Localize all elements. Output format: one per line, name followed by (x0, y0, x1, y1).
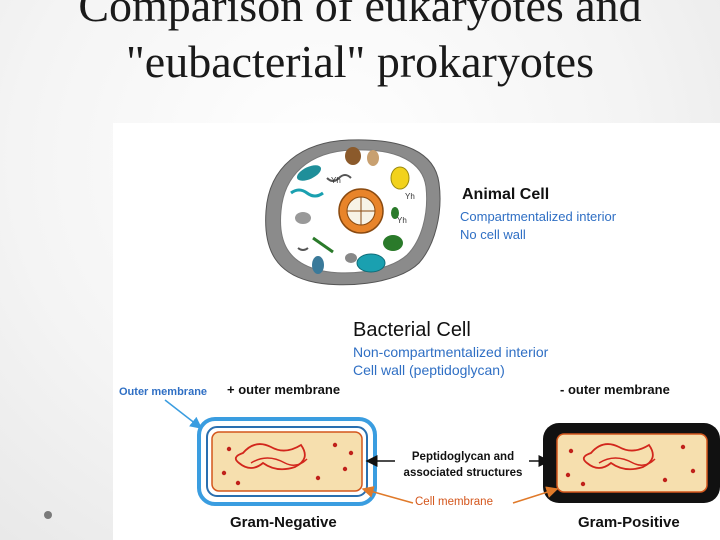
outer-membrane-arrow (164, 399, 203, 429)
svg-text:Yh: Yh (397, 216, 407, 225)
slide-title-line-2: "eubacterial" prokaryotes (126, 36, 594, 87)
gram-positive-cell-illustration (543, 423, 720, 503)
plus-outer-membrane-label: + outer membrane (227, 382, 341, 397)
gram-positive-label: Gram-Positive (578, 514, 680, 531)
animal-cell-line-1: Compartmentalized interior (460, 209, 617, 224)
animal-cell-line-2: No cell wall (460, 227, 526, 242)
svg-text:Yh: Yh (331, 176, 341, 185)
cell-membrane-arrow-right (512, 486, 559, 504)
peptidoglycan-label-line-1: Peptidoglycan and (411, 451, 515, 463)
peptidoglycan-label-line-2: associated structures (403, 467, 523, 479)
gram-negative-cell-illustration (197, 417, 377, 506)
slide-title: Comparison of eukaryotes and "eubacteria… (0, 0, 720, 90)
bacterial-cell-line-2: Cell wall (peptidoglycan) (353, 362, 505, 378)
bacterial-cell-line-1: Non-compartmentalized interior (353, 344, 549, 360)
peptidoglycan-label: Peptidoglycan and associated structures (395, 449, 531, 481)
gram-negative-label: Gram-Negative (230, 514, 337, 531)
cell-membrane-arrow-left (361, 486, 414, 504)
bacterial-cell-title: Bacterial Cell (353, 319, 471, 341)
figure-drawing: Yh Yh Yh (164, 139, 720, 506)
outer-membrane-label: Outer membrane (119, 386, 208, 398)
minus-outer-membrane-label: - outer membrane (560, 382, 670, 397)
cell-membrane-label: Cell membrane (415, 496, 493, 508)
bullet-point (44, 511, 52, 519)
animal-cell-illustration: Yh Yh Yh (265, 139, 441, 286)
svg-text:Yh: Yh (405, 192, 415, 201)
slide-title-line-1: Comparison of eukaryotes and (78, 0, 642, 31)
animal-cell-title: Animal Cell (462, 186, 550, 203)
cell-comparison-figure: Yh Yh Yh (113, 123, 720, 540)
